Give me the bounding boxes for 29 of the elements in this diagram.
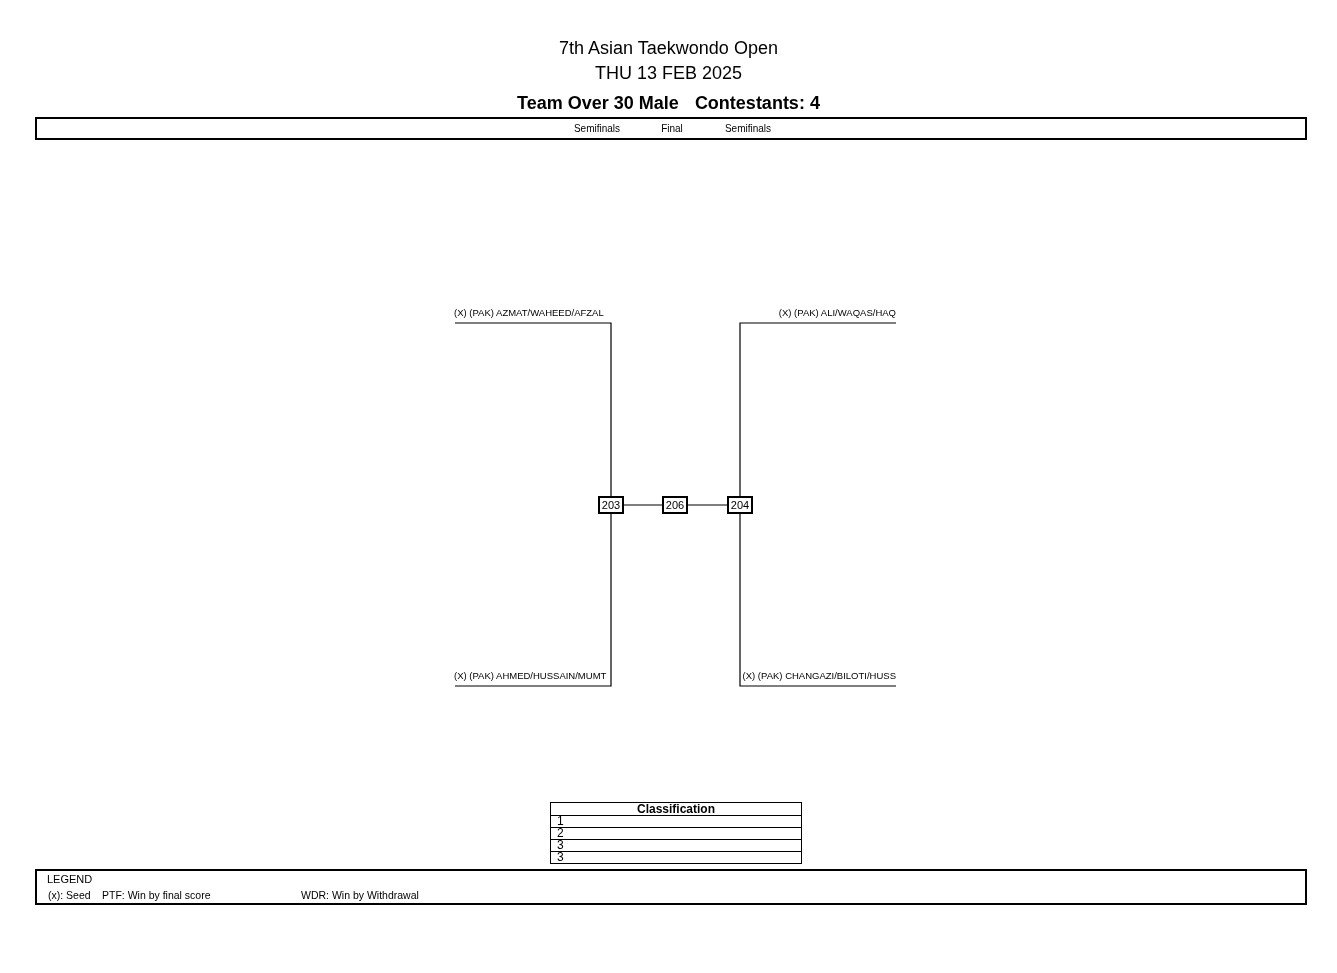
round-label: Final <box>660 122 684 135</box>
table-header: Classification <box>551 803 801 816</box>
round-label: Semifinals <box>723 122 773 135</box>
bracket-line <box>623 504 663 506</box>
contestant-name: (X) (PAK) ALI/WAQAS/HAQ <box>740 304 896 322</box>
legend-entry: PTF: Win by final score <box>102 889 211 902</box>
bracket-line <box>454 322 612 497</box>
rank-cell: 3 <box>551 851 801 863</box>
bracket-line <box>739 513 897 687</box>
contestant-count: Contestants: 4 <box>694 92 820 114</box>
title: 7th Asian Taekwondo Open <box>558 37 779 59</box>
contestant-name: (X) (PAK) AHMED/HUSSAIN/MUMT <box>454 667 611 685</box>
bracket-line <box>687 504 728 506</box>
rank-cell: 2 <box>551 827 801 839</box>
contestant-name: (X) (PAK) CHANGAZI/BILOTI/HUSS <box>740 667 896 685</box>
legend-entry: (x): Seed <box>48 889 91 902</box>
date: THU 13 FEB 2025 <box>593 62 744 84</box>
legend-heading: LEGEND <box>47 873 93 886</box>
match-number-box: 203 <box>598 496 624 514</box>
match-number-box: 204 <box>727 496 753 514</box>
division-name: Team Over 30 Male <box>517 92 679 114</box>
match-number-box: 206 <box>662 496 688 514</box>
contestant-name: (X) (PAK) AZMAT/WAHEED/AFZAL <box>454 304 611 322</box>
rank-cell-text: 1 <box>556 816 565 827</box>
bracket-line <box>739 322 897 497</box>
rank-cell: 3 <box>551 839 801 851</box>
round-label: Semifinals <box>572 122 622 135</box>
legend-entry: WDR: Win by Withdrawal <box>301 889 419 902</box>
bracket-line <box>454 513 612 687</box>
